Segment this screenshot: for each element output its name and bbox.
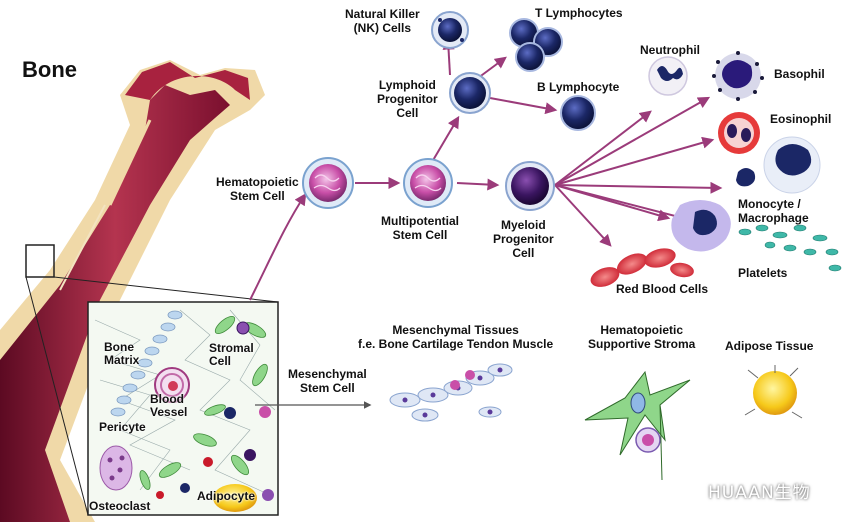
lymphoid-progenitor-shape <box>449 72 491 114</box>
label-neutrophil: Neutrophil <box>640 43 700 57</box>
magnify-line-top <box>53 276 279 303</box>
label-mesenchymal-stem-cell: Mesenchymal Stem Cell <box>288 367 367 395</box>
inset-label-pericyte: Pericyte <box>99 420 146 434</box>
adipose-tissue-shape <box>744 365 803 419</box>
eosinophil-shape <box>718 112 760 154</box>
label-basophil: Basophil <box>774 67 825 81</box>
label-eosinophil: Eosinophil <box>770 112 832 126</box>
label-adipose-tissue: Adipose Tissue <box>725 339 814 353</box>
label-t-lymphocytes: T Lymphocytes <box>535 6 623 20</box>
bone-title: Bone <box>22 57 77 82</box>
t-lymphocytes-shape <box>509 18 563 72</box>
inset-label-blood-vessel: Blood Vessel <box>150 392 188 419</box>
inset-label-osteoclast: Osteoclast <box>89 499 151 513</box>
marrow-inset <box>87 301 279 516</box>
label-red-blood-cells: Red Blood Cells <box>616 282 709 296</box>
magnify-line-bottom <box>25 276 89 516</box>
label-b-lymphocyte: B Lymphocyte <box>537 80 620 94</box>
platelets-shape <box>738 224 842 272</box>
inset-label-adipocyte: Adipocyte <box>197 489 256 503</box>
red-blood-cells-shape <box>590 248 694 287</box>
hematopoietic-stem-cell-shape <box>302 157 354 209</box>
supportive-stroma-shape <box>584 370 691 481</box>
basophil-shape <box>712 51 764 101</box>
label-lymphoid-progenitor: Lymphoid Progenitor Cell <box>377 78 438 120</box>
label-myeloid-progenitor: Myeloid Progenitor Cell <box>493 218 554 260</box>
bone-illustration <box>0 60 265 522</box>
label-mesenchymal-tissues: Mesenchymal Tissues f.e. Bone Cartilage … <box>358 323 554 351</box>
inset-label-bone-matrix: Bone Matrix <box>104 340 140 367</box>
label-hematopoietic-stem-cell: Hematopoietic Stem Cell <box>216 175 299 203</box>
inset-label-stromal-cell: Stromal Cell <box>209 341 254 368</box>
nk-cell-shape <box>431 11 469 49</box>
wechat-icon <box>669 475 701 500</box>
magnify-marker <box>25 244 55 278</box>
neutrophil-shape <box>648 56 688 96</box>
myeloid-progenitor-shape <box>505 161 555 211</box>
monocyte-macrophage-shape <box>736 136 821 194</box>
multipotential-stem-cell-shape <box>403 158 453 208</box>
label-platelets: Platelets <box>738 266 788 280</box>
label-monocyte-macrophage: Monocyte / Macrophage <box>738 197 809 225</box>
label-nk-cells: Natural Killer (NK) Cells <box>345 7 420 35</box>
mesenchymal-tissues-shape <box>389 363 513 422</box>
watermark-text: HUAAN生物 <box>708 483 811 503</box>
label-multipotential-stem-cell: Multipotential Stem Cell <box>381 214 459 242</box>
macrophage-large-shape <box>671 200 731 252</box>
b-lymphocyte-shape <box>560 95 596 131</box>
label-hematopoietic-supportive-stroma: Hematopoietic Supportive Stroma <box>588 323 696 351</box>
